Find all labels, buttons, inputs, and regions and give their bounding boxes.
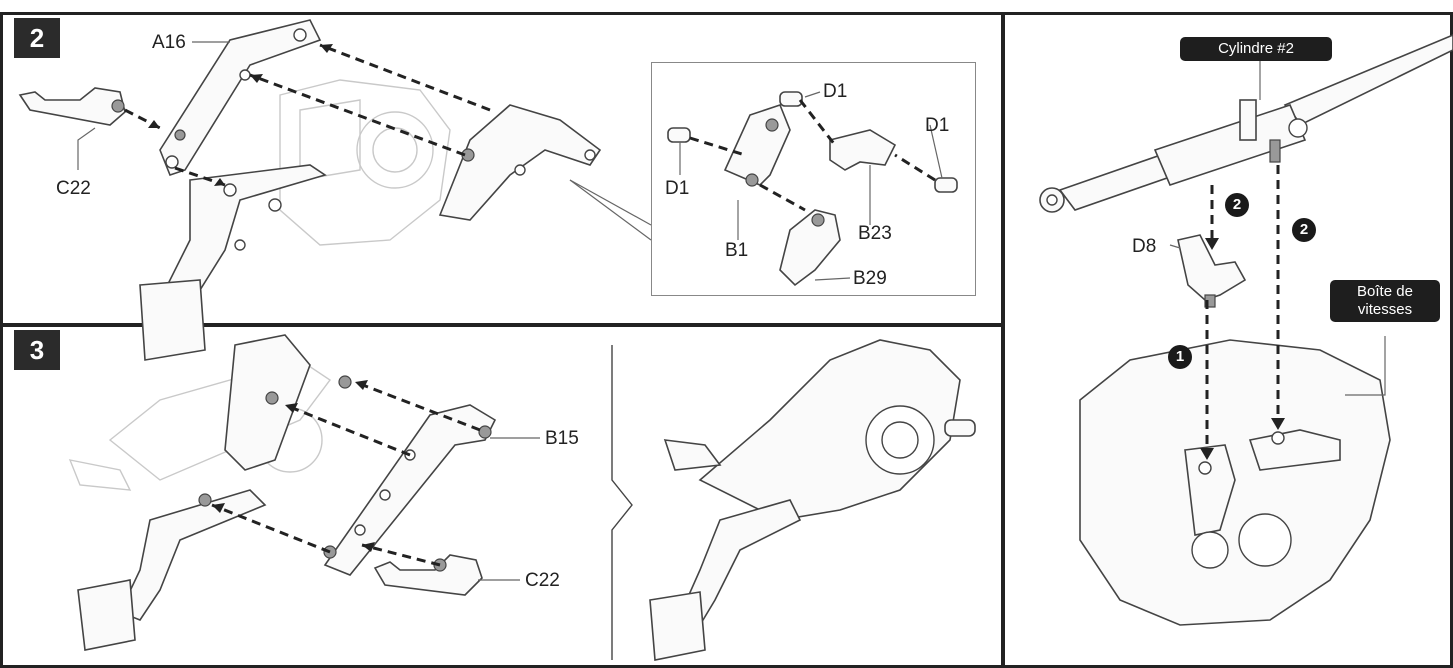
order-badge-2a: 2 [1225, 193, 1249, 217]
label-d1-right: D1 [925, 115, 950, 136]
part-b23 [829, 129, 897, 171]
lower-arm [163, 164, 327, 301]
part-c22-bottom [373, 554, 483, 596]
callout-boite: Boîte de vitesses [1330, 280, 1440, 322]
part-b29 [779, 209, 841, 287]
part-a16 [159, 19, 322, 176]
pin-d1-top [779, 91, 803, 107]
label-a16: A16 [152, 32, 186, 53]
part-chain-step3 [118, 489, 267, 621]
label-b15: B15 [545, 428, 579, 449]
label-d1-left: D1 [665, 178, 690, 199]
part-d8 [1177, 234, 1247, 308]
step2-number: 2 [14, 18, 60, 58]
part-c22-top [18, 87, 126, 126]
callout-cylindre: Cylindre #2 [1180, 37, 1332, 61]
part-bracket-step2 [438, 104, 602, 221]
label-c22-top: C22 [56, 178, 91, 199]
label-d1-top: D1 [823, 81, 848, 102]
pin-d1-left [667, 127, 691, 143]
arrows-right [1205, 165, 1280, 455]
order-badge-2b: 2 [1292, 218, 1316, 242]
label-b1: B1 [725, 240, 749, 261]
pin-d1-right [934, 177, 958, 193]
order-badge-1: 1 [1168, 345, 1192, 369]
label-b23: B23 [858, 223, 892, 244]
ghost-gearbox-step2 [279, 79, 451, 246]
arrows-step3 [211, 380, 481, 567]
label-c22-bottom: C22 [525, 570, 560, 591]
assembled-result [649, 339, 976, 661]
label-b29: B29 [853, 268, 887, 289]
inset-parts [667, 91, 958, 287]
cylinder-assembly [1039, 34, 1453, 213]
step3-number: 3 [14, 330, 60, 370]
part-b1 [723, 104, 791, 186]
gearbox [1079, 339, 1391, 626]
label-d8: D8 [1132, 236, 1157, 257]
step-divider [611, 345, 633, 660]
